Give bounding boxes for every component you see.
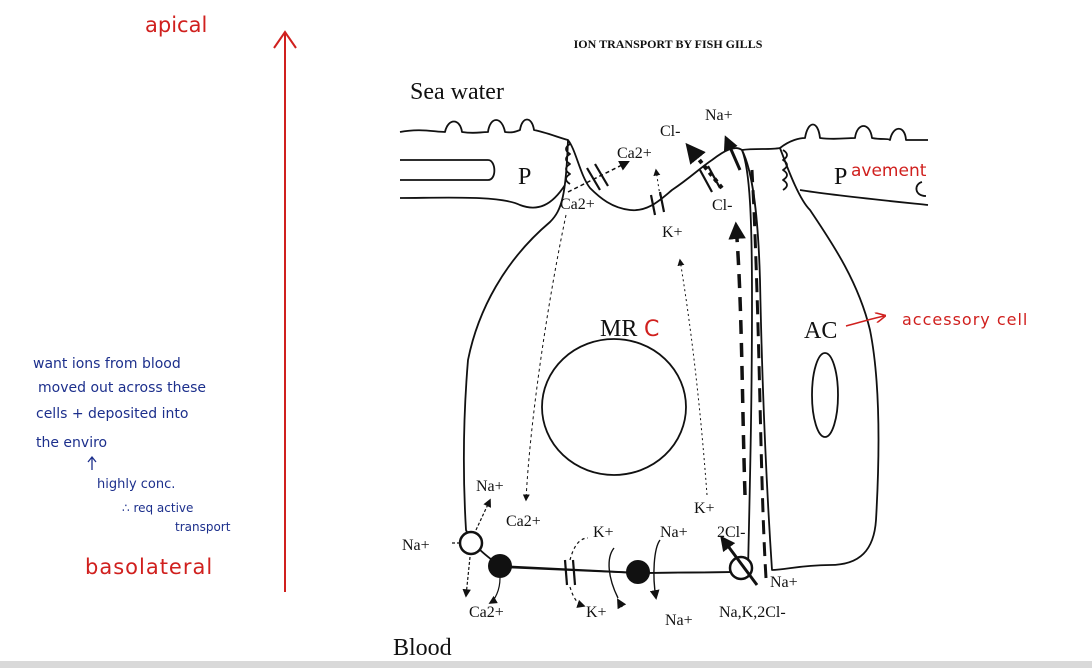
pavement-left-bottom: [399, 184, 566, 209]
note-active-1: ∴ req active: [122, 501, 193, 515]
mrc-outline: [463, 139, 753, 574]
mrc-suffix: C: [644, 317, 659, 342]
ac-vacuole: [811, 352, 839, 438]
note-line-3: cells + deposited into: [36, 406, 188, 422]
accessory-arrow: [845, 316, 884, 327]
label-ca-lateral: Ca2+: [506, 513, 541, 530]
label-na-bottom: Na+: [665, 612, 693, 629]
label-k-upper: K+: [593, 524, 614, 541]
label-ca-top: Ca2+: [617, 145, 652, 162]
label-cl-inner: Cl-: [712, 197, 732, 214]
nak-atpase-pump: [626, 560, 650, 584]
ion-labels: Na+ Cl- Ca2+ Ca2+ Cl- K+ Na+ Ca2+ Na+ Ca…: [402, 107, 798, 629]
label-ca-inner: Ca2+: [560, 196, 595, 213]
note-line-4: the enviro: [36, 435, 107, 451]
note-highly-conc: highly conc.: [97, 477, 175, 492]
label-ac: AC: [804, 318, 837, 344]
label-two-cl: 2Cl-: [717, 524, 745, 541]
pavement-left-surface: [399, 118, 569, 141]
label-cotransporter: Na,K,2Cl-: [719, 604, 786, 621]
pavement-suffix: avement: [851, 161, 927, 181]
note-line-1: want ions from blood: [33, 356, 181, 372]
label-k-lower: K+: [586, 604, 607, 621]
label-pavement-right: P: [834, 164, 847, 190]
pavement-right-lower: [799, 189, 929, 206]
bottom-border: [0, 661, 1092, 668]
pavement-left-lower: [400, 159, 496, 181]
sea-water-label: Sea water: [410, 79, 504, 105]
label-cl-top: Cl-: [660, 123, 680, 140]
blood-label: Blood: [393, 635, 452, 661]
nkcc-cotransporter: [728, 555, 754, 581]
label-na-top: Na+: [705, 107, 733, 124]
apical-label: apical: [145, 13, 207, 37]
tight-junction-left: [565, 143, 571, 185]
label-na-pump-upper: Na+: [660, 524, 688, 541]
note-active-2: transport: [175, 520, 231, 534]
label-na-left: Na+: [402, 537, 430, 554]
note-line-2: moved out across these: [38, 380, 206, 396]
basolateral-label: basolateral: [85, 555, 213, 579]
ca-atpase-pump: [488, 554, 512, 578]
channel-bars: [563, 163, 721, 586]
pavement-right-inner: [915, 181, 927, 197]
tight-junction-right: [782, 149, 788, 191]
note-caret: [87, 455, 97, 470]
figure-title: ION TRANSPORT BY FISH GILLS: [574, 37, 763, 51]
label-k-mid: K+: [694, 500, 715, 517]
label-k-inner: K+: [662, 224, 683, 241]
accessory-cell-label: accessory cell: [902, 310, 1028, 329]
mrc-nucleus: [541, 338, 687, 476]
pavement-right-surface: [779, 123, 928, 149]
ion-arrows: [452, 135, 768, 610]
label-na-lateral: Na+: [476, 478, 504, 495]
cell-outlines: [399, 118, 929, 574]
label-na-right-bottom: Na+: [770, 574, 798, 591]
label-pavement-left: P: [518, 164, 531, 190]
label-ca-bottom: Ca2+: [469, 604, 504, 621]
na-channel-left: [458, 530, 484, 556]
label-mrc: MR: [600, 316, 637, 342]
ac-outline: [741, 147, 880, 571]
basolateral-membrane: [499, 566, 743, 574]
axis-arrowhead: [273, 30, 297, 49]
